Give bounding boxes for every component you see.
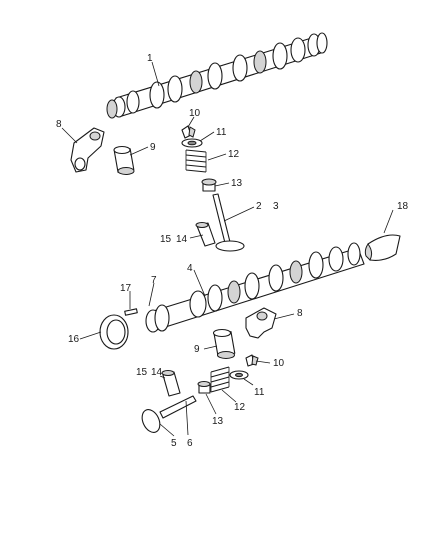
lower-valve-seal <box>197 381 211 394</box>
lower-valve-guide <box>161 370 181 397</box>
callout-14-lower: 14 <box>151 367 163 378</box>
lower-lash-adjuster <box>212 328 236 359</box>
callout-2: 2 <box>256 201 262 212</box>
lower-valve <box>141 395 197 433</box>
callout-15-upper: 15 <box>160 234 172 245</box>
upper-valve <box>212 193 245 252</box>
callout-14-upper: 14 <box>176 234 188 245</box>
lower-valve-spring <box>210 366 230 393</box>
leader-lines <box>61 61 394 437</box>
lower-valve-keepers <box>245 354 259 367</box>
lower-camshaft <box>145 242 365 333</box>
lower-cam-lobes <box>189 242 361 318</box>
callout-8-lower: 8 <box>297 308 303 319</box>
callout-15-lower: 15 <box>136 367 148 378</box>
callout-13-upper: 13 <box>231 178 243 189</box>
lower-spring-retainer <box>229 370 249 380</box>
callout-11-upper: 11 <box>216 127 227 138</box>
upper-valve-guide <box>195 222 216 247</box>
lower-rocker-arm <box>245 307 277 339</box>
upper-rocker-arm <box>70 127 105 173</box>
callout-10-lower: 10 <box>273 358 285 369</box>
upper-valve-seal <box>201 178 217 192</box>
callout-5: 5 <box>171 438 177 449</box>
callout-9-upper: 9 <box>150 142 156 153</box>
callout-16: 16 <box>68 334 80 345</box>
camshaft-plug <box>364 234 401 261</box>
upper-spring-retainer <box>181 138 203 148</box>
camshaft-seal <box>99 314 129 350</box>
callout-6: 6 <box>187 438 193 449</box>
callout-13-lower: 13 <box>212 416 224 427</box>
callout-7: 7 <box>151 275 157 286</box>
callout-11-lower: 11 <box>254 387 265 398</box>
upper-lash-adjuster <box>113 145 135 175</box>
callout-3: 3 <box>273 201 279 212</box>
upper-cam-lobes <box>126 32 328 114</box>
upper-valve-keepers <box>181 125 196 139</box>
upper-valve-spring <box>185 149 207 173</box>
callout-1: 1 <box>147 53 153 64</box>
callout-12-lower: 12 <box>234 402 246 413</box>
callout-17: 17 <box>120 283 132 294</box>
callout-18: 18 <box>397 201 409 212</box>
callout-10-upper: 10 <box>189 108 201 119</box>
callout-12-upper: 12 <box>228 149 240 160</box>
callout-9-lower: 9 <box>194 344 200 355</box>
callout-labels: 1 8 9 10 11 12 13 2 3 15 14 18 4 7 17 16… <box>56 53 409 449</box>
callout-8-upper: 8 <box>56 119 62 130</box>
dowel-pin <box>124 308 138 316</box>
callout-4: 4 <box>187 263 193 274</box>
upper-camshaft <box>106 32 328 119</box>
